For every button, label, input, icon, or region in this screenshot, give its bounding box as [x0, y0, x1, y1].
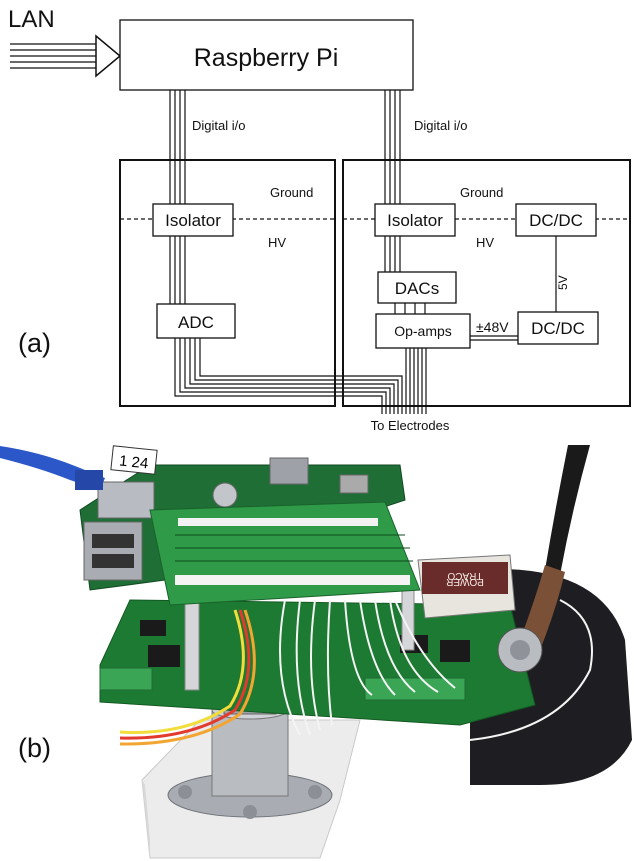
raspberry-pi-box [119, 19, 414, 91]
hv-label-right: HV [476, 235, 494, 250]
cable-tag: 1 24 [110, 445, 158, 475]
pm48v-label: ±48V [476, 319, 509, 335]
cable-tag-text: 1 24 [118, 453, 149, 473]
hdmi-port [269, 457, 309, 485]
dacs-label: DACs [395, 279, 439, 298]
dcdc-label-bottom: DC/DC [531, 319, 585, 338]
white-wire-harness [279, 599, 593, 741]
lan-cable [0, 446, 105, 490]
adc-electrode-wires [174, 338, 403, 414]
dcdc-box-top [515, 203, 597, 237]
hardware-photo: TRACO POWER 1 24 [0, 445, 632, 859]
dcdc-label-top: DC/DC [529, 211, 583, 230]
ground-label-left: Ground [270, 185, 313, 200]
to-electrodes-label: To Electrodes [371, 418, 450, 433]
terminal-block-left [99, 667, 153, 691]
dac-board-frame [342, 159, 631, 407]
adapter-hat-board [149, 501, 421, 606]
isolator-to-adc-wires [169, 236, 186, 304]
block-diagram: LAN Raspberry Pi Digital i/o Digital i/o… [8, 6, 631, 433]
sd-port [339, 474, 369, 494]
panel-a-label: (a) [18, 328, 51, 358]
terminal-block-right [364, 677, 466, 701]
digital-io-label-left: Digital i/o [192, 118, 245, 133]
digital-io-bus-left [169, 90, 186, 204]
traco-text-1: TRACO [447, 570, 482, 581]
digital-io-bus-right [384, 90, 401, 204]
digital-io-label-right: Digital i/o [414, 118, 467, 133]
header-post [212, 482, 238, 508]
five-volt-label: 5V [556, 275, 570, 290]
isolator-label-left: Isolator [165, 211, 221, 230]
dacs-box [377, 271, 457, 304]
adc-box [156, 303, 236, 339]
lan-label: LAN [8, 6, 55, 33]
dcdc-box-bottom [517, 311, 599, 345]
raspberry-pi-label: Raspberry Pi [194, 44, 339, 72]
isolator-label-right: Isolator [387, 211, 443, 230]
isolator-box-left [152, 203, 234, 237]
lower-pcb-chip-1 [140, 620, 166, 636]
panel-b-label: (b) [18, 733, 51, 763]
hat-header-row-top [178, 518, 378, 526]
opamp-electrode-wires [405, 348, 427, 414]
ground-label-right: Ground [460, 185, 503, 200]
ribbon-cable [119, 609, 256, 746]
opamps-label: Op-amps [394, 323, 452, 339]
usb-port-stack-1 [97, 481, 155, 519]
opamps-box [375, 313, 471, 349]
traco-text-2: POWER [446, 576, 484, 587]
dacs-to-opamps-wires [394, 303, 426, 314]
lower-pcb-chip-4 [440, 640, 470, 662]
lan-arrow [10, 34, 122, 78]
hat-header-row-bottom [175, 575, 410, 585]
bnc-cable [497, 445, 590, 673]
hat-pin-rows [175, 534, 413, 562]
usb-port-stack-2 [83, 521, 143, 581]
traco-power-module: TRACO POWER [417, 554, 516, 619]
hv-label-left: HV [268, 235, 286, 250]
adc-label: ADC [178, 313, 214, 332]
adc-board-frame [119, 159, 336, 407]
isolator-to-dacs-wires [384, 236, 401, 272]
lower-pcb-chip-2 [148, 645, 180, 667]
isolator-box-right [374, 203, 456, 237]
